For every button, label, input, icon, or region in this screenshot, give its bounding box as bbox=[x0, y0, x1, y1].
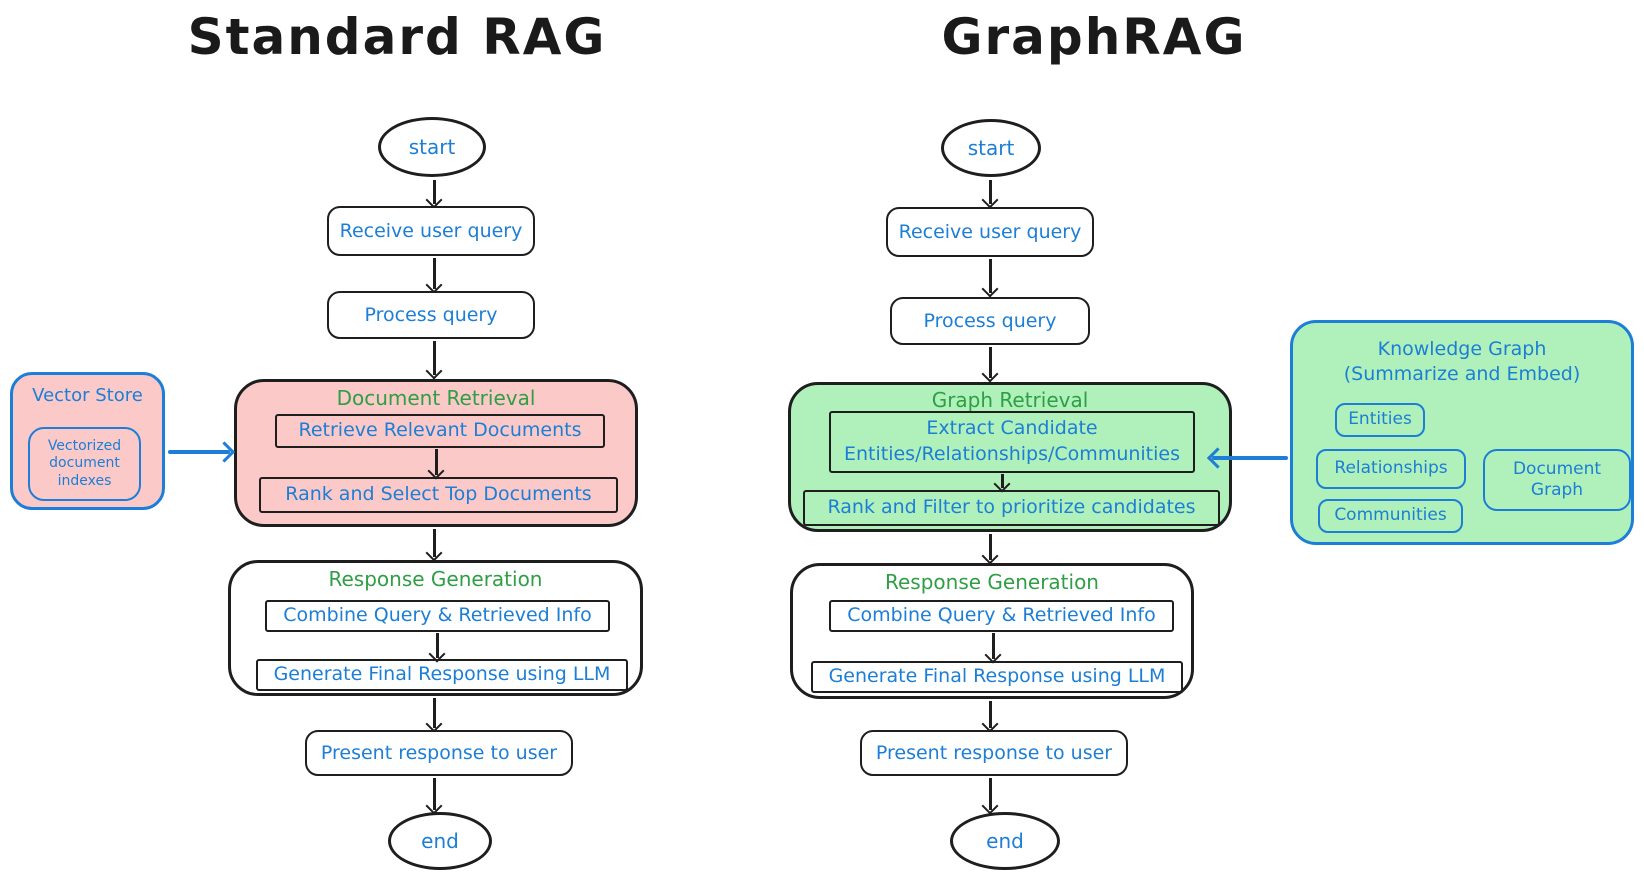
vector-store-box: Vector Store Vectorized document indexes bbox=[10, 372, 165, 510]
entities-box: Entities bbox=[1335, 403, 1425, 437]
arrow-left-icon bbox=[1212, 456, 1288, 460]
graph-retrieval-label: Graph Retrieval bbox=[931, 388, 1089, 412]
graphrag-process-label: Process query bbox=[923, 310, 1057, 332]
rank-filter-label: Rank and Filter to prioritize candidates bbox=[827, 496, 1196, 519]
graphrag-response-generation-group: Response Generation Combine Query & Retr… bbox=[790, 563, 1194, 699]
standard-present-label: Present response to user bbox=[320, 742, 558, 764]
graphrag-generate-label: Generate Final Response using LLM bbox=[828, 665, 1166, 688]
communities-label: Communities bbox=[1334, 505, 1447, 526]
rank-select-step: Rank and Select Top Documents bbox=[259, 477, 618, 513]
arrow-down-icon bbox=[989, 180, 992, 204]
rank-select-label: Rank and Select Top Documents bbox=[285, 483, 592, 506]
standard-process-label: Process query bbox=[364, 304, 498, 326]
graphrag-title: GraphRAG bbox=[941, 8, 1247, 66]
retrieve-documents-label: Retrieve Relevant Documents bbox=[298, 419, 582, 442]
document-graph-label: Document Graph bbox=[1512, 458, 1602, 500]
standard-combine-step: Combine Query & Retrieved Info bbox=[265, 600, 610, 632]
standard-present-node: Present response to user bbox=[305, 730, 573, 776]
standard-generate-label: Generate Final Response using LLM bbox=[273, 663, 611, 686]
extract-candidates-step: Extract Candidate Entities/Relationships… bbox=[829, 411, 1195, 473]
rank-filter-step: Rank and Filter to prioritize candidates bbox=[803, 490, 1220, 526]
extract-candidates-line2: Entities/Relationships/Communities bbox=[843, 443, 1181, 465]
arrow-down-icon bbox=[989, 778, 992, 810]
graphrag-present-label: Present response to user bbox=[875, 742, 1113, 764]
arrow-down-icon bbox=[433, 180, 436, 204]
graphrag-receive-node: Receive user query bbox=[886, 207, 1094, 257]
standard-generate-step: Generate Final Response using LLM bbox=[256, 659, 628, 691]
graphrag-combine-label: Combine Query & Retrieved Info bbox=[847, 604, 1156, 627]
arrow-down-icon bbox=[433, 778, 436, 810]
arrow-down-icon bbox=[992, 633, 995, 659]
standard-end-node: end bbox=[388, 812, 492, 870]
arrow-down-icon bbox=[989, 259, 992, 293]
communities-box: Communities bbox=[1318, 499, 1463, 533]
extract-candidates-line1: Extract Candidate bbox=[926, 417, 1098, 440]
arrow-down-icon bbox=[1001, 474, 1004, 488]
arrow-down-icon bbox=[989, 534, 992, 560]
document-retrieval-label: Document Retrieval bbox=[336, 386, 536, 410]
graphrag-combine-step: Combine Query & Retrieved Info bbox=[829, 600, 1174, 632]
graphrag-response-generation-label: Response Generation bbox=[885, 570, 1099, 594]
graphrag-generate-step: Generate Final Response using LLM bbox=[811, 661, 1183, 693]
arrow-right-icon bbox=[168, 450, 230, 454]
standard-receive-label: Receive user query bbox=[339, 220, 523, 242]
knowledge-graph-title-line2: (Summarize and Embed) bbox=[1343, 362, 1581, 385]
arrow-down-icon bbox=[433, 529, 436, 557]
graphrag-receive-label: Receive user query bbox=[898, 221, 1082, 243]
arrow-down-icon bbox=[989, 347, 992, 378]
document-graph-box: Document Graph bbox=[1483, 449, 1631, 511]
graphrag-start-node: start bbox=[941, 119, 1041, 177]
standard-rag-title: Standard RAG bbox=[187, 8, 607, 66]
vectorized-indexes-box: Vectorized document indexes bbox=[28, 427, 141, 501]
graph-retrieval-group: Graph Retrieval Extract Candidate Entiti… bbox=[788, 382, 1232, 532]
relationships-box: Relationships bbox=[1316, 449, 1466, 489]
standard-combine-label: Combine Query & Retrieved Info bbox=[283, 604, 592, 627]
arrow-down-icon bbox=[436, 633, 439, 658]
knowledge-graph-title-line1: Knowledge Graph bbox=[1377, 338, 1547, 360]
entities-label: Entities bbox=[1348, 409, 1412, 430]
graphrag-start-label: start bbox=[967, 136, 1015, 160]
graphrag-process-node: Process query bbox=[890, 297, 1090, 345]
standard-process-node: Process query bbox=[327, 291, 535, 339]
standard-start-node: start bbox=[378, 117, 486, 177]
standard-receive-node: Receive user query bbox=[327, 206, 535, 256]
graphrag-present-node: Present response to user bbox=[860, 730, 1128, 776]
vectorized-indexes-label: Vectorized document indexes bbox=[47, 437, 122, 489]
arrow-down-icon bbox=[433, 341, 436, 375]
knowledge-graph-box: Knowledge Graph (Summarize and Embed) En… bbox=[1290, 320, 1634, 545]
relationships-label: Relationships bbox=[1334, 458, 1448, 479]
arrow-down-icon bbox=[435, 449, 438, 475]
arrow-down-icon bbox=[989, 701, 992, 728]
document-retrieval-group: Document Retrieval Retrieve Relevant Doc… bbox=[234, 379, 638, 527]
vector-store-title: Vector Store bbox=[32, 385, 143, 406]
standard-response-generation-group: Response Generation Combine Query & Retr… bbox=[228, 560, 643, 696]
graphrag-end-node: end bbox=[950, 812, 1060, 870]
standard-end-label: end bbox=[421, 829, 459, 853]
graphrag-end-label: end bbox=[986, 829, 1024, 853]
retrieve-documents-step: Retrieve Relevant Documents bbox=[275, 414, 605, 448]
arrow-down-icon bbox=[433, 698, 436, 728]
standard-start-label: start bbox=[408, 135, 456, 159]
arrow-down-icon bbox=[433, 258, 436, 289]
standard-response-generation-label: Response Generation bbox=[328, 567, 543, 591]
